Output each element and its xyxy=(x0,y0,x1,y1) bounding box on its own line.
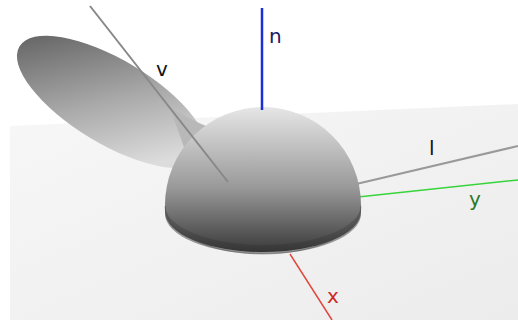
ground-plane xyxy=(10,104,518,320)
y-axis-label: y xyxy=(469,189,481,209)
normal-label: n xyxy=(269,26,282,46)
y-axis xyxy=(358,180,518,197)
diffuse-hemisphere xyxy=(165,107,361,254)
light-label: l xyxy=(429,138,435,158)
view-direction xyxy=(90,6,228,182)
light-direction xyxy=(352,146,518,185)
normal-vector xyxy=(261,8,264,110)
x-axis xyxy=(290,254,332,320)
x-axis-label: x xyxy=(327,286,339,306)
view-label: v xyxy=(156,59,168,79)
